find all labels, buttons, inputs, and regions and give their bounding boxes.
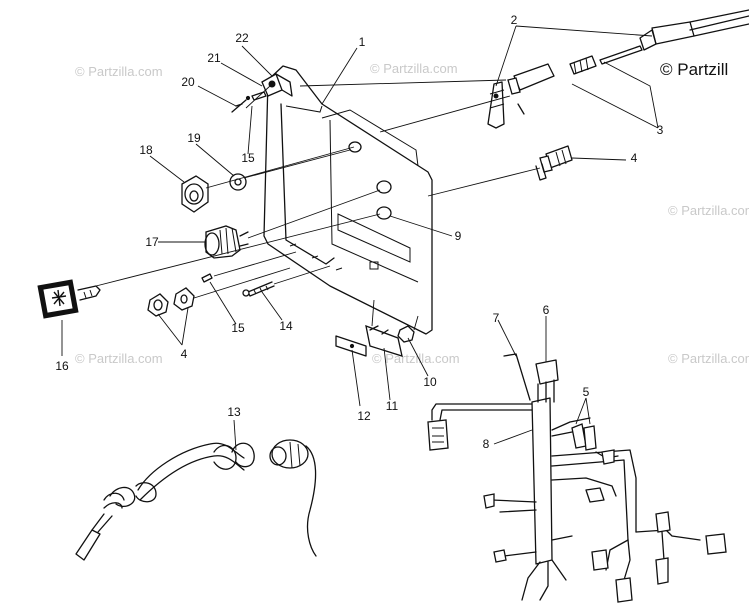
callout-labels: 1 2 3 4 4 5 6 7 8 9 10 11 12 13 14 15 15… <box>55 13 663 451</box>
watermark: © Partzilla.com <box>372 351 460 366</box>
callout-6: 6 <box>543 303 550 317</box>
callout-16: 16 <box>55 359 69 373</box>
watermark: © Partzilla.com <box>75 64 163 79</box>
screw-14 <box>242 281 275 297</box>
nut-18 <box>181 175 209 213</box>
callout-8: 8 <box>483 437 490 451</box>
callout-4-nut: 4 <box>181 347 188 361</box>
callout-10: 10 <box>423 375 437 389</box>
plate-12 <box>335 335 367 357</box>
ignition-key <box>37 279 101 319</box>
callout-13: 13 <box>227 405 241 419</box>
toggle-switch <box>535 145 573 181</box>
switch-assembly <box>487 9 749 129</box>
callout-11: 11 <box>386 399 399 413</box>
callout-20: 20 <box>181 75 195 89</box>
ignition-switch <box>204 225 249 259</box>
washer-19 <box>229 173 247 191</box>
wiring-harness <box>427 353 727 603</box>
callout-9: 9 <box>455 229 462 243</box>
watermark-corner: © Partzill <box>660 60 728 79</box>
watermark: © Partzilla.com <box>668 351 749 366</box>
watermark: © Partzilla.com <box>75 351 163 366</box>
callout-leaders <box>61 25 659 451</box>
callout-4-toggle: 4 <box>631 151 638 165</box>
callout-12: 12 <box>357 409 371 423</box>
callout-21: 21 <box>207 51 221 65</box>
callout-14: 14 <box>279 319 293 333</box>
callout-22: 22 <box>235 31 249 45</box>
dash-panel <box>263 65 433 335</box>
projection-lines <box>95 79 541 331</box>
watermark: © Partzilla.com <box>668 203 749 218</box>
callout-18: 18 <box>139 143 153 157</box>
callout-15-bottom: 15 <box>231 321 245 335</box>
callout-5: 5 <box>583 385 590 399</box>
callout-17: 17 <box>145 235 159 249</box>
nut-10 <box>397 325 415 343</box>
tether-cord <box>75 439 317 561</box>
rivet-15 <box>201 273 213 283</box>
nut-and-washer-4 <box>147 287 195 317</box>
callout-19: 19 <box>187 131 201 145</box>
callout-15-top: 15 <box>241 151 255 165</box>
callout-7: 7 <box>493 311 500 325</box>
bracket-11 <box>365 324 403 357</box>
callout-3: 3 <box>657 123 664 137</box>
watermark: © Partzilla.com <box>370 61 458 76</box>
callout-1: 1 <box>359 35 366 49</box>
connector-and-screws <box>231 73 293 113</box>
callout-2: 2 <box>511 13 518 27</box>
